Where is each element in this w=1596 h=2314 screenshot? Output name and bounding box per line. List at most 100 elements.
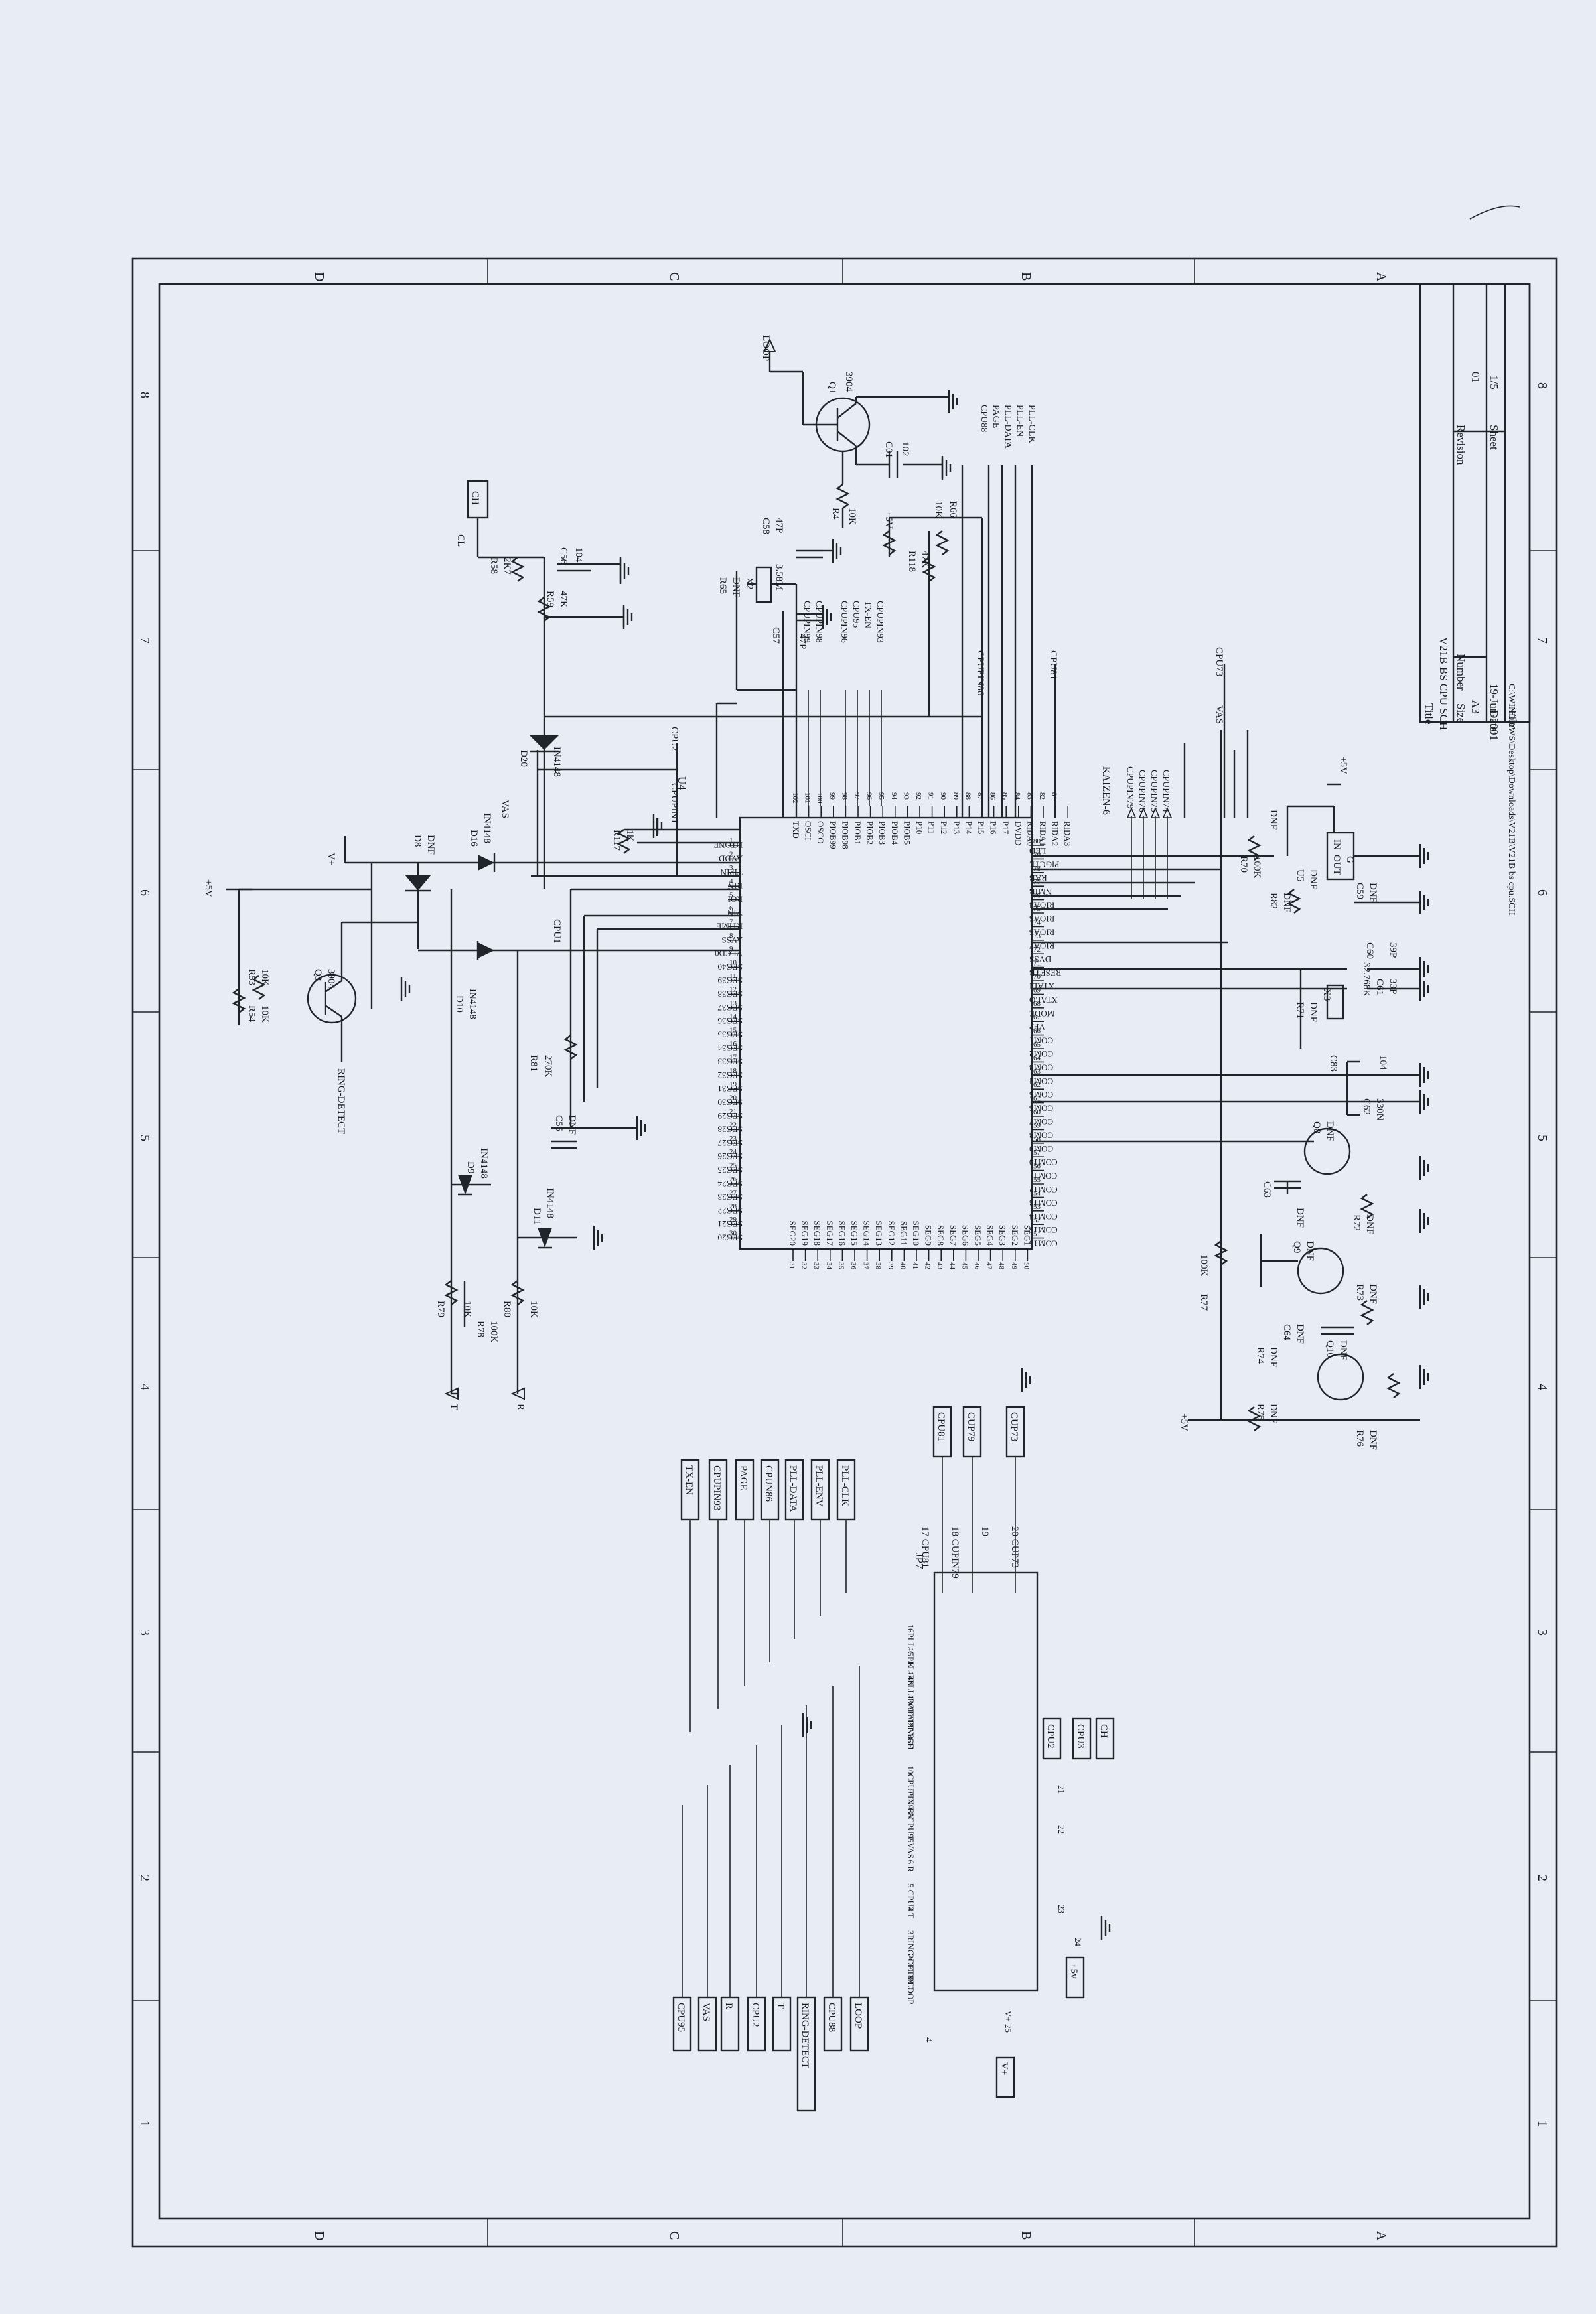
- r54-value: 10K: [259, 1005, 270, 1023]
- c64-value: DNF: [1295, 1324, 1305, 1344]
- u5-out-label: OUT: [1331, 855, 1342, 875]
- connector-net-cpu95: CPU95: [672, 1996, 692, 2052]
- vcc-label-u5: +5V: [1338, 757, 1348, 774]
- loop-port-label: LOOP: [761, 335, 771, 361]
- mcu-pin-number: 10: [729, 959, 737, 967]
- mcu-pin-seg38: SEG38: [717, 989, 743, 999]
- mcu-pin-osco: OSCO: [816, 821, 826, 844]
- r79-value: 10K: [462, 1301, 472, 1318]
- connector-net-ring-detect-text: RING-DETECT: [800, 2003, 810, 2068]
- mcu-pin-p12: P12: [939, 821, 949, 834]
- mcu-pin-seg13: SEG13: [874, 1220, 884, 1246]
- mcu-pin-dvss: DVSS: [1029, 954, 1051, 964]
- q8-value: DNF: [1325, 1121, 1335, 1141]
- r82-ref: R82: [1268, 893, 1279, 909]
- mcu-pin-com2: COM2: [1029, 1049, 1053, 1059]
- mcu-pin-number: 48: [997, 1262, 1005, 1270]
- mcu-pin-rab: RAB: [1029, 873, 1047, 883]
- x2-value: 3.58M: [774, 564, 784, 591]
- mcu-pin-seg12: SEG12: [887, 1220, 897, 1246]
- mcu-pin-seg27: SEG27: [717, 1138, 743, 1148]
- mcu-pin-rioa5: RIOA5: [1029, 914, 1054, 924]
- connector-net-cup73: CUP73: [1005, 1406, 1025, 1458]
- mcu-pin-number: 37: [862, 1262, 870, 1270]
- r82-value: DNF: [1281, 893, 1292, 912]
- cpu1-label: CPU1: [551, 919, 562, 944]
- q8-symbol: [1303, 1127, 1351, 1175]
- u5-in-label: IN: [1331, 839, 1342, 850]
- connector-net-cup79-text: CUP79: [966, 1412, 976, 1441]
- mcu-pin-rida3: RIDA3: [1062, 821, 1072, 846]
- row-label-bottom: A: [1374, 2231, 1388, 2241]
- mcu-pin-seg4: SEG4: [985, 1225, 995, 1246]
- connector-pin-21: 21: [1056, 1785, 1066, 1794]
- connector-pin-3: 3RING-DETECT: [906, 1930, 916, 1991]
- col-label-left: 3: [137, 1629, 152, 1636]
- u5-g-label: G: [1344, 856, 1355, 863]
- mcu-pin-number: 55: [1033, 1176, 1041, 1184]
- mcu-pin-number: 52: [1033, 1216, 1041, 1224]
- mcu-pin-number: 29: [729, 1216, 737, 1224]
- d9-part: IN4148: [478, 1148, 489, 1179]
- mcu-pin-seg2: SEG2: [1010, 1225, 1020, 1246]
- ground-icon: [652, 814, 663, 838]
- mcu-pin-seg18: SEG18: [812, 1220, 822, 1246]
- mcu-pin-seg11: SEG11: [899, 1221, 908, 1246]
- net-label-cpu88: CPU88: [979, 405, 989, 432]
- col-label-right: 7: [1535, 637, 1550, 644]
- connector-net-cpu2: CPU2: [1042, 1717, 1062, 1760]
- r53-ref: R53: [246, 969, 257, 985]
- mcu-pin-seg33: SEG33: [717, 1056, 743, 1066]
- connector-pin-18: 18 CUPIN79: [950, 1526, 960, 1579]
- d10-part: IN4148: [467, 989, 478, 1019]
- mcu-u4: U4 KAIZEN-6 DTONE1AVDD2TIPIN3RIN4ROI5VIN…: [676, 766, 1112, 1270]
- r4-ref: R4: [830, 508, 841, 520]
- mcu-pin-seg17: SEG17: [825, 1220, 835, 1246]
- connector-net-cpu2-text: CPU2: [1045, 1724, 1056, 1749]
- connector-net-cpu81: CPU81: [932, 1406, 952, 1458]
- ground-icon: [400, 977, 411, 1001]
- r54-ref: R54: [246, 1005, 257, 1023]
- mcu-pin-number: 60: [1033, 1108, 1041, 1116]
- connector-net-ch-text: CH: [1098, 1724, 1109, 1738]
- mcu-pin-roi: ROI: [728, 895, 743, 904]
- mcu-pin-number: 46: [973, 1262, 981, 1270]
- cpu73-label: CPU73: [1214, 647, 1224, 676]
- mcu-pin-number: 101: [804, 792, 812, 804]
- q8-ref: Q8: [1311, 1121, 1322, 1133]
- connector-pin-10: 10CPUPIN93: [906, 1766, 916, 1814]
- dnf-label-top: DNF: [1268, 810, 1279, 830]
- col-label-right: 5: [1535, 1135, 1550, 1141]
- c83-ref: C83: [1328, 1055, 1339, 1072]
- ground-icon: [619, 559, 630, 583]
- connector-net-pll-data-text: PLL-DATA: [788, 1465, 798, 1512]
- title-value: V21B BS CPU SCH: [1437, 637, 1450, 730]
- net-label-cpupin99: CPUPIN99: [802, 601, 812, 643]
- d9-ref: D9: [465, 1161, 476, 1173]
- mcu-pin-vpp: VPP: [1029, 1022, 1045, 1032]
- r59-value: 47K: [558, 591, 569, 608]
- connector-net-pll-env-text: PLL-ENV: [814, 1465, 824, 1507]
- ground-icon: [1419, 977, 1429, 1001]
- mcu-pin-number: 74: [1033, 918, 1041, 926]
- row-label-top: C: [667, 272, 682, 281]
- mcu-pin-rida1: RIDA1: [1038, 821, 1048, 846]
- mcu-pin-com4: COM4: [1029, 1076, 1054, 1086]
- connector-net-page: PAGE: [735, 1459, 755, 1521]
- mcu-pin-avdd: AVDD: [719, 853, 743, 863]
- mcu-pin-avss: AVSS: [721, 935, 743, 945]
- c61-ref: C61: [1374, 979, 1385, 995]
- mcu-pin-number: 58: [1033, 1135, 1041, 1143]
- mcu-pin-seg35: SEG35: [717, 1030, 743, 1040]
- mcu-pin-number: 85: [1001, 792, 1009, 800]
- connector-pin-16: 16PLL-CLK: [906, 1625, 916, 1669]
- mcu-pin-number: 47: [985, 1262, 993, 1270]
- stray-mark: 4: [923, 2037, 934, 2043]
- d20-ref: D20: [518, 750, 529, 767]
- mcu-pin-number: 16: [729, 1040, 737, 1048]
- c63-value: DNF: [1295, 1208, 1305, 1228]
- mcu-pin-number: 40: [899, 1262, 907, 1270]
